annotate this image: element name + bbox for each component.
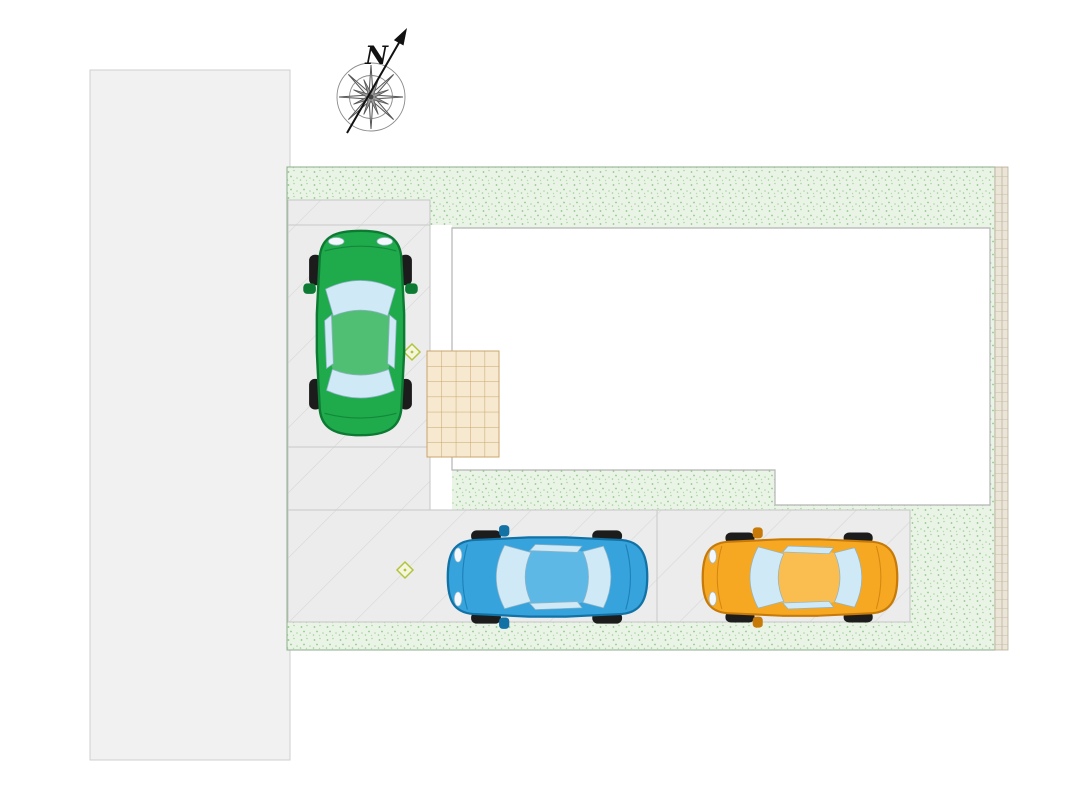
north-arrow-head bbox=[393, 28, 407, 46]
parking-stall-dividers bbox=[288, 224, 658, 622]
building-footprint bbox=[451, 227, 991, 506]
car-blue bbox=[446, 523, 649, 631]
compass-rose: N bbox=[336, 28, 407, 134]
boundary-marker-upper bbox=[402, 342, 422, 362]
north-arrow-shaft bbox=[346, 40, 401, 134]
boundary-wall bbox=[994, 166, 1009, 651]
north-label: N bbox=[364, 41, 389, 70]
car-orange bbox=[701, 526, 899, 629]
entrance-tiles bbox=[426, 350, 500, 458]
parking-hatch bbox=[288, 200, 910, 622]
car-green bbox=[302, 229, 419, 437]
road bbox=[89, 69, 291, 761]
boundary-marker-lower bbox=[395, 560, 415, 580]
parking-outline bbox=[287, 199, 911, 623]
